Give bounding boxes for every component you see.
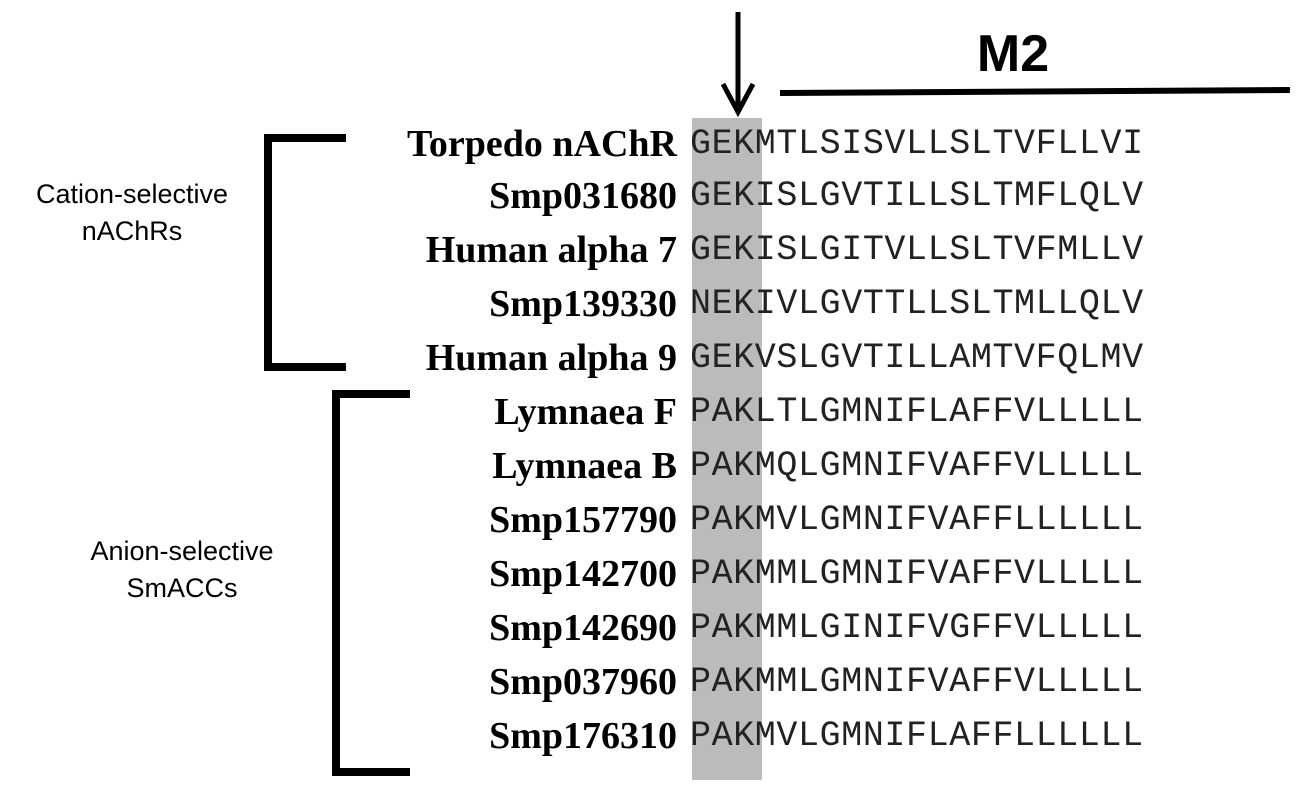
sequence-row: Smp157790 PAKMVLGMNIFVAFFLLLLLL bbox=[0, 494, 1313, 546]
sequence-name: Human alpha 9 bbox=[425, 337, 677, 379]
cation-group-label: Cation-selective nAChRs bbox=[4, 176, 260, 250]
sequence-row: Smp176310 PAKMVLGMNIFLAFFLLLLLL bbox=[0, 710, 1313, 762]
sequence-residues: NEKIVLGVTTLLSLTMLLQLV bbox=[690, 284, 1144, 324]
sequence-row: Smp142690 PAKMMLGINIFVGFFVLLLLL bbox=[0, 602, 1313, 654]
m2-segment-line bbox=[779, 87, 1291, 96]
sequence-name: Smp157790 bbox=[489, 499, 677, 541]
anion-group-label-line-1: Anion-selective bbox=[90, 536, 274, 566]
sequence-row: Smp142700 PAKMMLGMNIFVAFFVLLLLL bbox=[0, 548, 1313, 600]
sequence-row: Smp037960 PAKMMLGMNIFVAFFVLLLLL bbox=[0, 656, 1313, 708]
sequence-name: Smp139330 bbox=[489, 283, 677, 325]
sequence-row: Smp139330 NEKIVLGVTTLLSLTMLLQLV bbox=[0, 278, 1313, 330]
sequence-name: Lymnaea F bbox=[494, 391, 677, 433]
sequence-row: Lymnaea B PAKMQLGMNIFVAFFVLLLLL bbox=[0, 440, 1313, 492]
sequence-residues: PAKMQLGMNIFVAFFVLLLLL bbox=[690, 446, 1144, 486]
anion-bracket bbox=[332, 390, 410, 776]
sequence-residues: PAKMMLGMNIFVAFFVLLLLL bbox=[690, 662, 1144, 702]
sequence-name: Smp037960 bbox=[489, 661, 677, 703]
anion-group-label-line-2: SmACCs bbox=[126, 573, 238, 603]
sequence-name: Smp142700 bbox=[489, 553, 677, 595]
sequence-residues: PAKMVLGMNIFLAFFLLLLLL bbox=[690, 716, 1144, 756]
sequence-row: Human alpha 9 GEKVSLGVTILLAMTVFQLMV bbox=[0, 332, 1313, 384]
sequence-name: Human alpha 7 bbox=[425, 229, 677, 271]
sequence-residues: PAKLTLGMNIFLAFFVLLLLL bbox=[690, 392, 1144, 432]
sequence-residues: GEKVSLGVTILLAMTVFQLMV bbox=[690, 338, 1144, 378]
cation-group-label-line-1: Cation-selective bbox=[35, 179, 229, 209]
anion-group-label: Anion-selective SmACCs bbox=[52, 533, 312, 607]
sequence-name: Lymnaea B bbox=[492, 445, 677, 487]
cation-bracket bbox=[264, 134, 346, 371]
sequence-residues: PAKMVLGMNIFVAFFLLLLLL bbox=[690, 500, 1144, 540]
sequence-row: Human alpha 7 GEKISLGITVLLSLTVFMLLV bbox=[0, 224, 1313, 276]
sequence-name: Smp176310 bbox=[489, 715, 677, 757]
m2-segment-label: M2 bbox=[976, 25, 1050, 83]
sequence-name: Smp142690 bbox=[489, 607, 677, 649]
sequence-name: Smp031680 bbox=[489, 175, 677, 217]
sequence-residues: GEKMTLSISVLLSLTVFLLVI bbox=[690, 124, 1144, 164]
sequence-residues: PAKMMLGMNIFVAFFVLLLLL bbox=[690, 554, 1144, 594]
sequence-name: Torpedo nAChR bbox=[407, 123, 677, 165]
sequence-row: Lymnaea F PAKLTLGMNIFLAFFVLLLLL bbox=[0, 386, 1313, 438]
cation-group-label-line-2: nAChRs bbox=[81, 216, 183, 246]
arrow-head bbox=[720, 82, 756, 118]
sequence-row: Torpedo nAChR GEKMTLSISVLLSLTVFLLVI bbox=[0, 118, 1313, 170]
sequence-residues: GEKISLGVTILLSLTMFLQLV bbox=[690, 176, 1144, 216]
sequence-row: Smp031680 GEKISLGVTILLSLTMFLQLV bbox=[0, 170, 1313, 222]
highlight-column bbox=[692, 118, 762, 780]
sequence-residues: GEKISLGITVLLSLTVFMLLV bbox=[690, 230, 1144, 270]
sequence-residues: PAKMMLGINIFVGFFVLLLLL bbox=[690, 608, 1144, 648]
